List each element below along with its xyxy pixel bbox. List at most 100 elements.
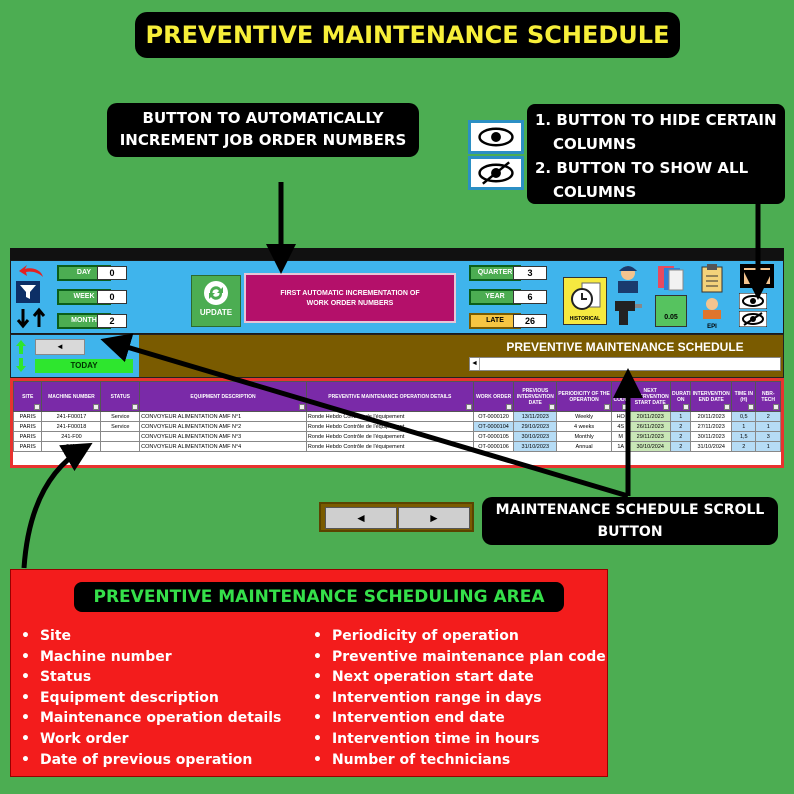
column-header[interactable]: MACHINE NUMBER <box>41 381 102 412</box>
table-cell[interactable]: 29/11/2023 <box>629 431 672 442</box>
table-cell[interactable]: OT-0000105 <box>472 431 515 442</box>
table-cell[interactable]: 1 <box>755 441 781 452</box>
table-cell[interactable]: Weekly <box>556 411 613 422</box>
column-header[interactable]: PM CODE <box>611 381 631 412</box>
table-cell[interactable]: 30/11/2023 <box>690 431 733 442</box>
table-cell[interactable]: 31/10/2024 <box>690 441 733 452</box>
table-cell[interactable]: PARIS <box>12 441 43 452</box>
clipboard-icon[interactable] <box>697 263 727 293</box>
column-header[interactable]: WORK ORDER <box>472 381 515 412</box>
filter-dropdown-icon[interactable] <box>298 404 305 410</box>
table-cell[interactable]: PARIS <box>12 421 43 432</box>
column-header[interactable]: PREVIOUS INTERVENTION DATE <box>513 381 558 412</box>
scroll-left-button[interactable]: ◄ <box>325 507 397 529</box>
filter-dropdown-icon[interactable] <box>549 404 556 410</box>
table-cell[interactable]: Ronde Hebdo Contrôle de l'équipement <box>305 411 474 422</box>
table-cell[interactable]: 4S <box>611 421 631 432</box>
table-cell[interactable]: 241-F00017 <box>41 411 102 422</box>
table-cell[interactable] <box>100 431 141 442</box>
column-header[interactable]: SITE <box>12 381 43 412</box>
filter-dropdown-icon[interactable] <box>663 404 670 410</box>
table-cell[interactable]: M <box>611 431 631 442</box>
table-cell[interactable]: 241-F00018 <box>41 421 102 432</box>
table-cell[interactable]: 1 <box>670 411 692 422</box>
filter-dropdown-icon[interactable] <box>683 404 690 410</box>
table-cell[interactable]: CONVOYEUR ALIMENTATION AMF N°2 <box>139 421 307 432</box>
eye-slash-icon[interactable] <box>739 311 767 327</box>
filter-dropdown-icon[interactable] <box>465 404 472 410</box>
today-button[interactable]: TODAY <box>35 359 133 373</box>
table-cell[interactable]: 2 <box>670 431 692 442</box>
table-cell[interactable]: 30/10/2024 <box>629 441 672 452</box>
table-cell[interactable]: 20/11/2023 <box>629 411 672 422</box>
column-header[interactable]: STATUS <box>100 381 141 412</box>
table-cell[interactable]: 29/10/2023 <box>513 421 558 432</box>
table-cell[interactable]: 1 <box>755 421 781 432</box>
filter-dropdown-icon[interactable] <box>34 404 41 410</box>
table-cell[interactable]: 1 <box>731 421 757 432</box>
table-cell[interactable]: 13/11/2023 <box>513 411 558 422</box>
table-cell[interactable]: 31/10/2023 <box>513 441 558 452</box>
table-cell[interactable]: 2 <box>731 441 757 452</box>
table-cell[interactable]: 20/11/2023 <box>690 411 733 422</box>
column-header[interactable]: PERIODICITY OF THE OPERATION <box>556 381 613 412</box>
column-header[interactable]: NBR- TECH <box>755 381 781 412</box>
table-cell[interactable]: 1A <box>611 441 631 452</box>
table-cell[interactable]: 241- <box>41 441 102 452</box>
table-cell[interactable]: 0,5 <box>731 411 757 422</box>
table-cell[interactable]: Annual <box>556 441 613 452</box>
filter-dropdown-icon[interactable] <box>622 404 629 410</box>
column-header[interactable]: TIME IN (H) <box>731 381 757 412</box>
table-cell[interactable]: 3 <box>755 431 781 442</box>
table-cell[interactable]: 1,5 <box>731 431 757 442</box>
table-cell[interactable]: 2 <box>755 411 781 422</box>
filter-dropdown-icon[interactable] <box>604 404 611 410</box>
scroll-right-button[interactable]: ► <box>398 507 470 529</box>
scrollbar-left-arrow[interactable]: ◄ <box>470 358 480 370</box>
table-cell[interactable]: 4 weeks <box>556 421 613 432</box>
column-header[interactable]: NEXT INTERVENTION START DATE <box>629 381 672 412</box>
table-cell[interactable]: 30/10/2023 <box>513 431 558 442</box>
table-cell[interactable]: 2 <box>670 421 692 432</box>
schedule-scrollbar[interactable]: ◄ <box>469 357 781 371</box>
table-cell[interactable]: Monthly <box>556 431 613 442</box>
table-cell[interactable]: CONVOYEUR ALIMENTATION AMF N°1 <box>139 411 307 422</box>
filter-dropdown-icon[interactable] <box>748 404 755 410</box>
eye-icon[interactable] <box>739 293 767 309</box>
table-cell[interactable]: 241-F00 <box>41 431 102 442</box>
table-cell[interactable]: 27/11/2023 <box>690 421 733 432</box>
filter-dropdown-icon[interactable] <box>506 404 513 410</box>
table-cell[interactable]: CONVOYEUR ALIMENTATION AMF N°3 <box>139 431 307 442</box>
table-cell[interactable]: PARIS <box>12 411 43 422</box>
gauge-icon[interactable]: 0.05 <box>655 295 687 327</box>
printer-icon[interactable] <box>739 263 775 289</box>
table-cell[interactable]: OT-0000104 <box>472 421 515 432</box>
table-cell[interactable]: PARIS <box>12 431 43 442</box>
first-increment-button[interactable]: FIRST AUTOMATIC INCREMENTATION OF WORK O… <box>244 273 456 323</box>
table-cell[interactable]: 26/11/2023 <box>629 421 672 432</box>
sort-arrows-icon[interactable] <box>15 307 47 329</box>
column-header[interactable]: PREVENTIVE MAINTENANCE OPERATION DETAILS <box>305 381 474 412</box>
filter-dropdown-icon[interactable] <box>132 404 139 410</box>
epi-icon[interactable]: EPI <box>697 297 727 330</box>
table-cell[interactable]: CONVOYEUR ALIMENTATION AMF N°4 <box>139 441 307 452</box>
table-cell[interactable]: HO <box>611 411 631 422</box>
table-cell[interactable]: Service <box>100 421 141 432</box>
files-icon[interactable] <box>655 263 687 293</box>
drill-icon[interactable] <box>613 295 643 327</box>
technician-icon[interactable] <box>613 263 643 293</box>
update-button[interactable]: UPDATE <box>191 275 241 327</box>
table-cell[interactable] <box>100 441 141 452</box>
table-cell[interactable]: Ronde Hebdo Contrôle de l'équipement <box>305 441 474 452</box>
table-cell[interactable]: Ronde Hebdo Contrôle de l'équipement <box>305 421 474 432</box>
table-cell[interactable]: 2 <box>670 441 692 452</box>
table-cell[interactable]: Service <box>100 411 141 422</box>
back-arrow-icon[interactable] <box>17 263 47 279</box>
table-cell[interactable]: Ronde Hebdo Contrôle de l'équipement <box>305 431 474 442</box>
column-header[interactable]: DURATI ON <box>670 381 692 412</box>
filter-dropdown-icon[interactable] <box>724 404 731 410</box>
